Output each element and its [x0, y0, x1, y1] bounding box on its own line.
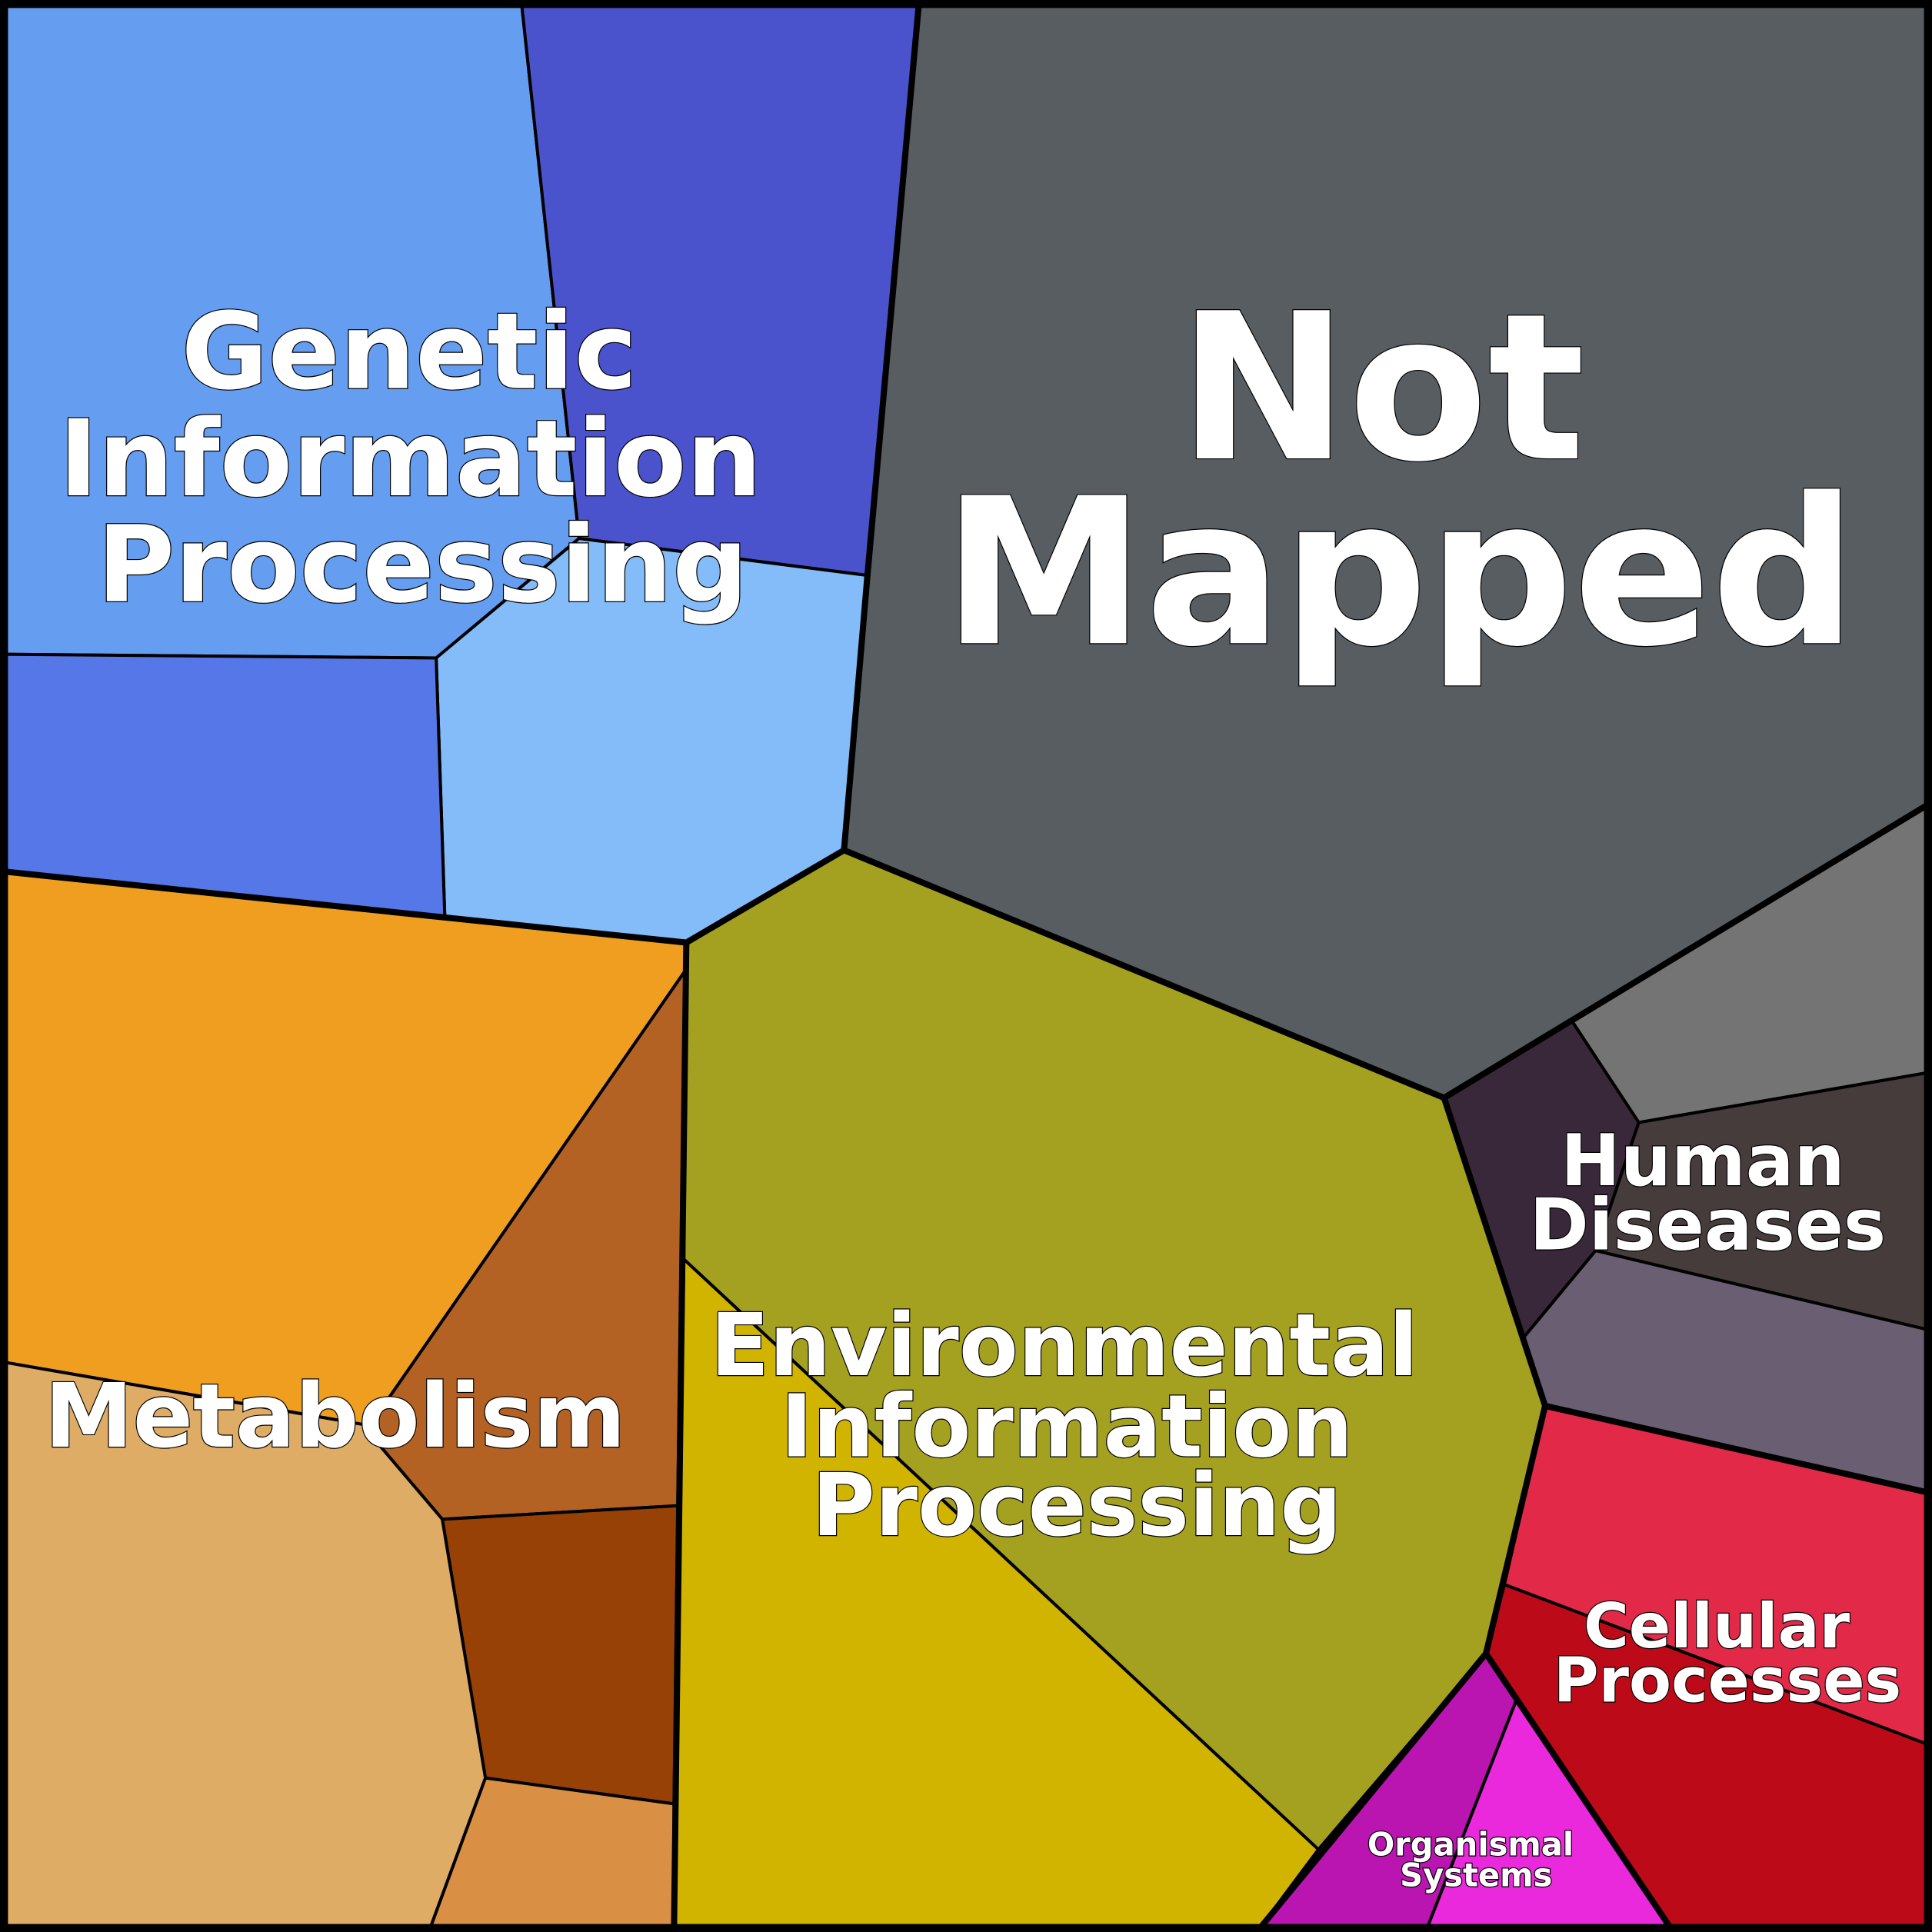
label-genetic: Genetic Information Processing — [58, 291, 798, 627]
region-metabolism[interactable] — [0, 869, 688, 1932]
label-environmental: Environmental Information Processing — [711, 1296, 1449, 1556]
label-metabolism: Metabolism — [45, 1365, 626, 1468]
label-not-mapped: Not Mapped — [943, 271, 1857, 691]
region-genetic-information-processing[interactable] — [0, 0, 921, 944]
label-cellular-processes: Cellular Processes — [1554, 1591, 1901, 1716]
label-human-diseases: Human Diseases — [1530, 1119, 1887, 1266]
cell-metabolism-5[interactable] — [427, 1776, 676, 1932]
label-organismal-systems: Organismal Systems — [1367, 1826, 1585, 1894]
cell-human-diseases-3[interactable] — [1594, 1070, 1932, 1333]
